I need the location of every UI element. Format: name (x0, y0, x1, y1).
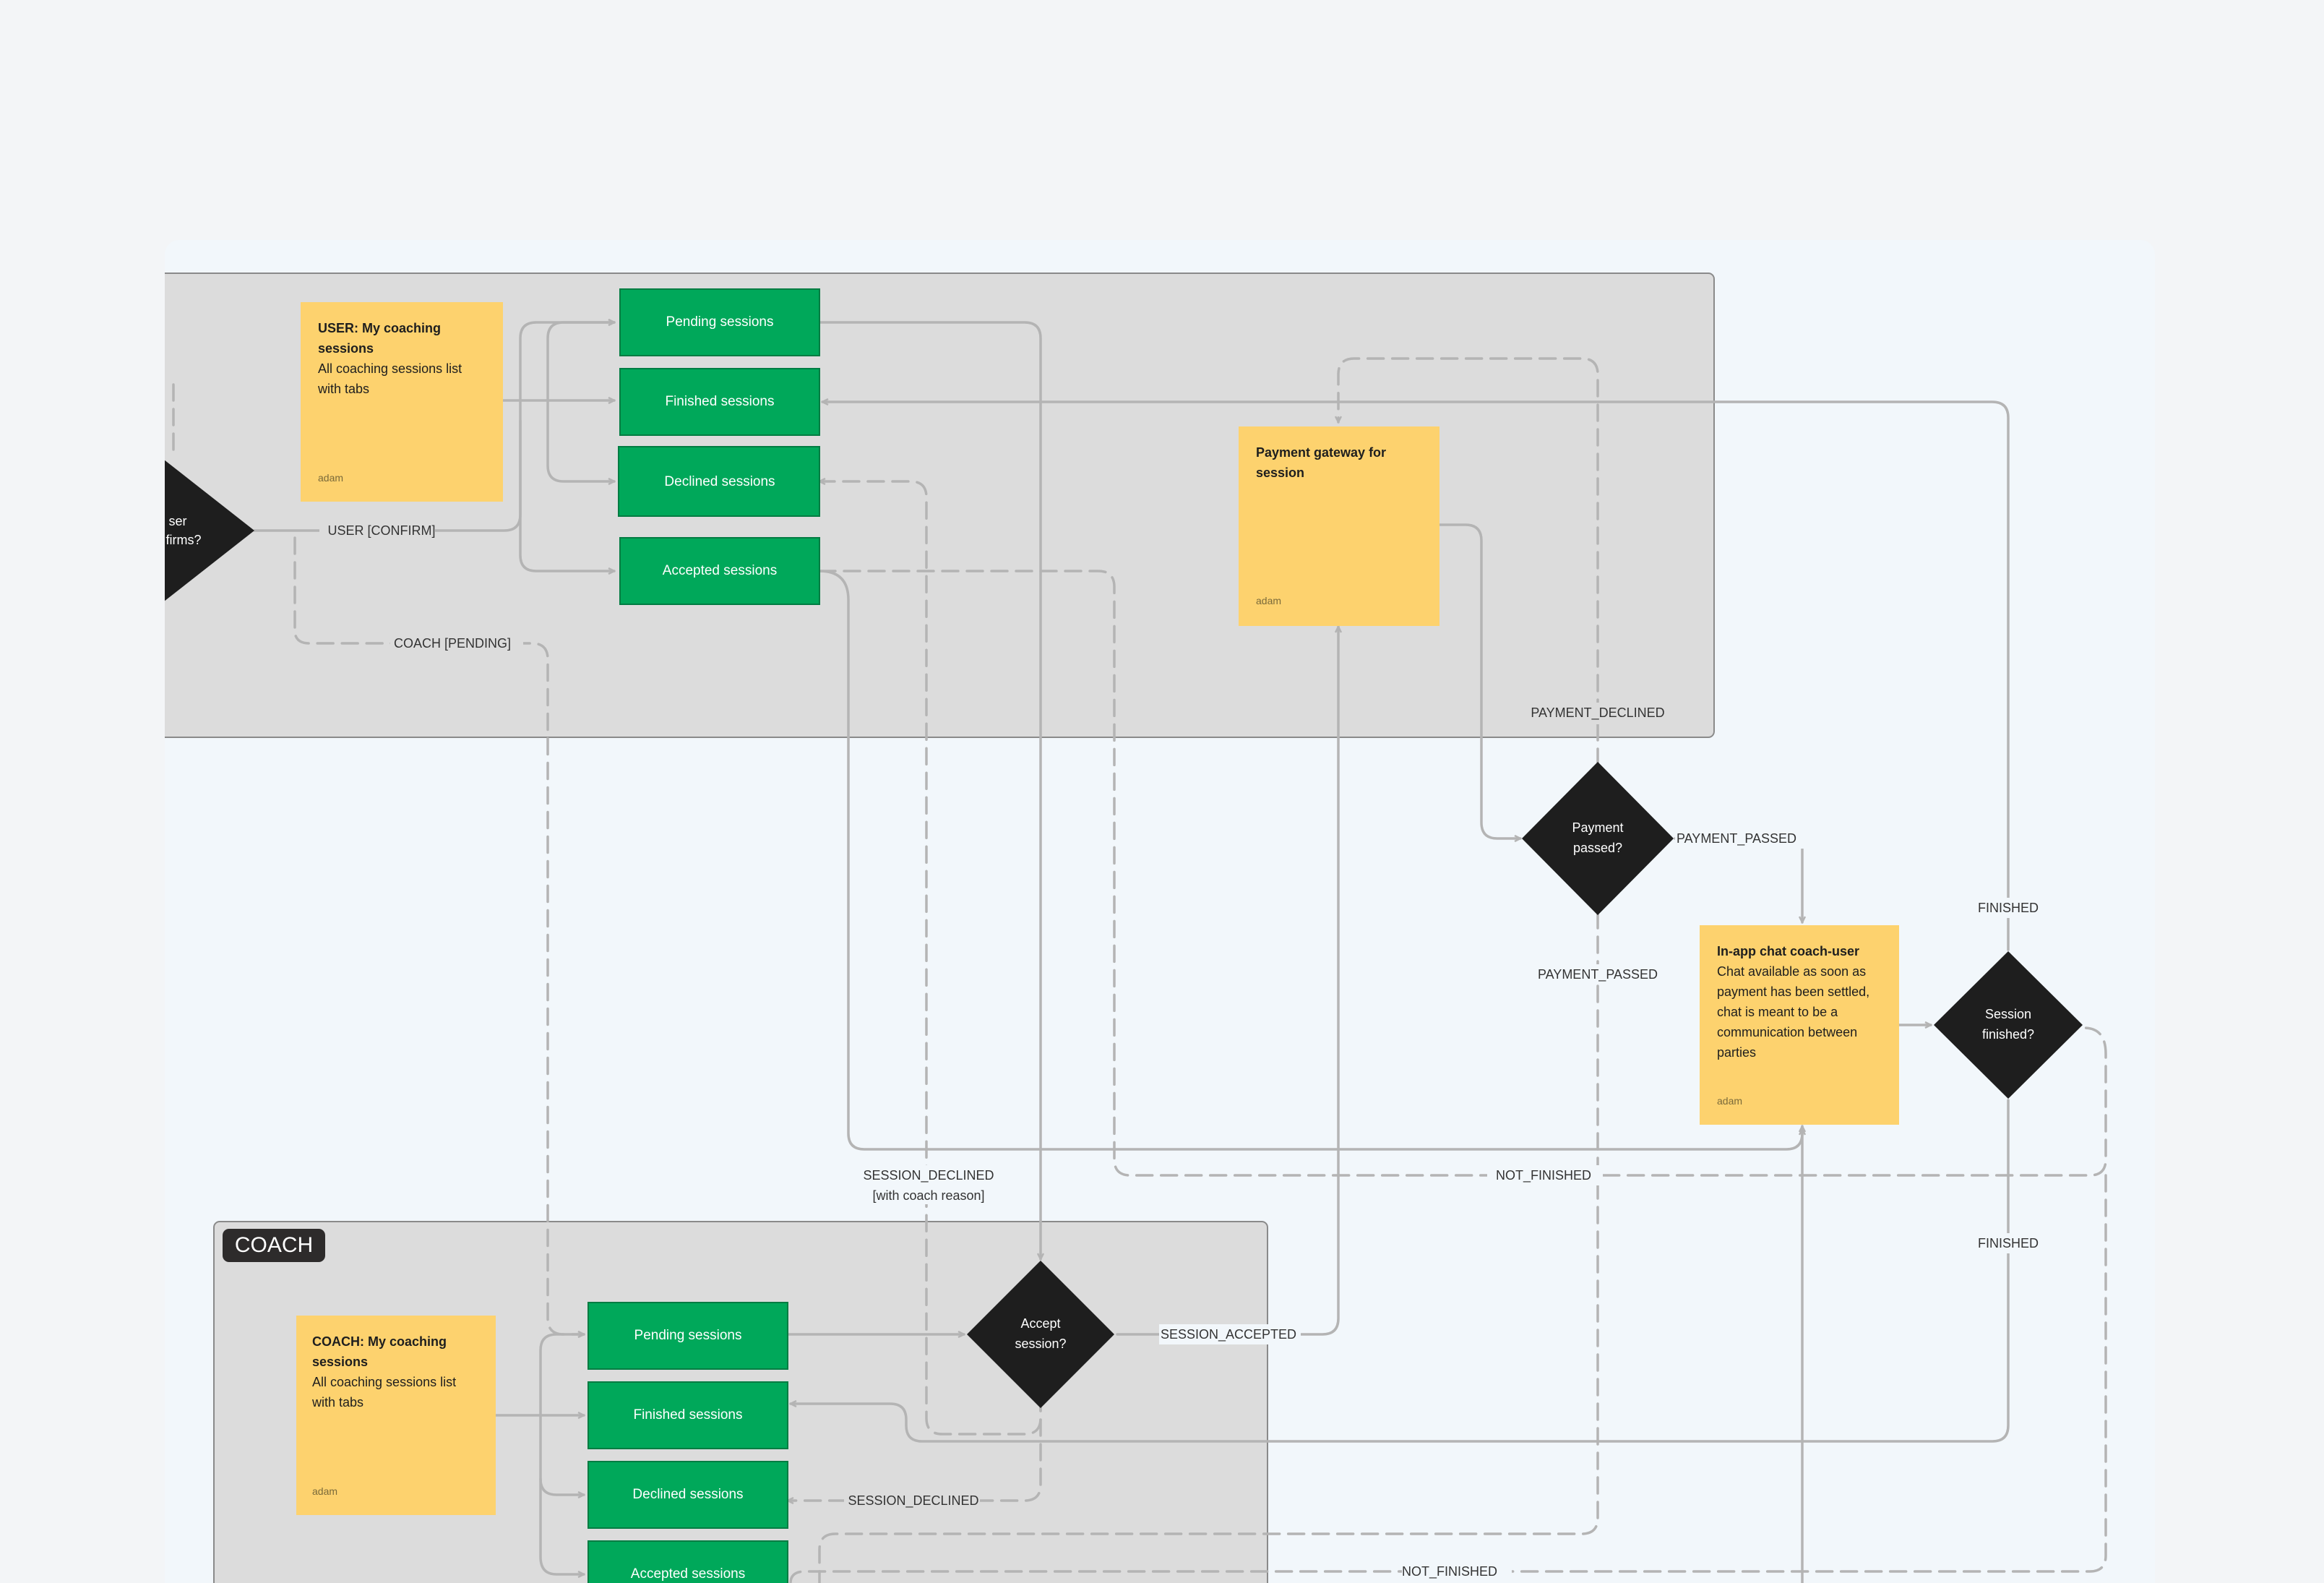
chat-note-body-line2: payment has been settled, (1717, 984, 1869, 999)
coach-tab-accepted-label: Accepted sessions (631, 1566, 745, 1582)
connector-pending-to-accept (818, 321, 1041, 1261)
edge-label-payment-passed-right: PAYMENT_PASSED (1677, 831, 1796, 846)
user-tab-declined-label: Declined sessions (664, 474, 775, 489)
connector-not-finished-loop (818, 570, 2107, 1177)
connector-session-declined-coach (786, 1344, 1042, 1501)
coach-tab-finished-label: Finished sessions (633, 1407, 742, 1423)
user-note-body-line1: All coaching sessions list (318, 361, 462, 376)
edge-label-coach-pending: COACH [PENDING] (394, 636, 511, 651)
connector-finished-to-user (821, 402, 2010, 951)
coach-tab-finished[interactable]: Finished sessions (588, 1381, 788, 1449)
user-note-title-line2: sessions (318, 341, 374, 356)
connector-payment-declined (1338, 357, 1599, 766)
user-tab-accepted[interactable]: Accepted sessions (619, 537, 820, 605)
connector-not-finished-bottom (789, 1174, 2107, 1583)
payment-decision-line2: passed? (1573, 841, 1622, 855)
connector-payment-to-decision (1438, 523, 1522, 838)
connector-user-note-to-declined (546, 399, 616, 481)
edge-label-session-accepted: SESSION_ACCEPTED (1161, 1327, 1296, 1342)
user-tab-finished[interactable]: Finished sessions (619, 368, 820, 436)
connector-coach-pending (293, 536, 585, 1334)
edge-label-payment-declined: PAYMENT_DECLINED (1531, 705, 1664, 721)
edge-label-finished-down: FINISHED (1978, 1236, 2039, 1250)
chat-note-body-line1: Chat available as soon as (1717, 964, 1866, 979)
flow-diagram: COACH USER [CONFIRM] COACH [PEND (165, 273, 2107, 1583)
coach-tab-declined[interactable]: Declined sessions (588, 1461, 788, 1529)
connector-payment-passed-right (1674, 837, 1802, 924)
user-decision-line1: ser (168, 514, 186, 528)
edge-label-session-declined-line2: [with coach reason] (872, 1188, 984, 1203)
coach-tab-declined-label: Declined sessions (632, 1487, 743, 1502)
chat-note-author: adam (1717, 1095, 1742, 1107)
edge-label-not-finished-mid: NOT_FINISHED (1496, 1168, 1591, 1183)
user-tab-pending[interactable]: Pending sessions (619, 288, 820, 356)
edge-label-finished-up: FINISHED (1978, 901, 2039, 915)
coach-section-title: COACH (235, 1233, 313, 1257)
connector-user-confirm-to-accepted (519, 419, 616, 571)
chat-note-title: In-app chat coach-user (1717, 944, 1859, 958)
edge-label-session-declined-line1: SESSION_DECLINED (863, 1168, 994, 1183)
session-finished-line1: Session (1985, 1007, 2031, 1021)
user-note-author: adam (318, 472, 343, 484)
accept-session-line1: Accept (1020, 1316, 1060, 1331)
coach-tab-accepted[interactable]: Accepted sessions (588, 1540, 788, 1583)
chat-note-body-line5: parties (1717, 1045, 1756, 1060)
whiteboard-canvas: COACH USER [CONFIRM] COACH [PEND (165, 240, 2155, 1583)
chat-sticky[interactable]: In-app chat coach-user Chat available as… (1700, 925, 1899, 1125)
connector-accepted-to-chat (818, 570, 1802, 1151)
user-decision-partial: ser firms? (165, 460, 254, 601)
payment-decision[interactable]: Payment passed? (1522, 762, 1674, 915)
coach-note-title-line1: COACH: My coaching (312, 1334, 447, 1349)
coach-tab-pending-label: Pending sessions (634, 1328, 742, 1343)
accept-session-decision[interactable]: Accept session? (967, 1261, 1114, 1408)
user-tab-accepted-label: Accepted sessions (663, 563, 777, 578)
coach-section-title-chip (223, 1229, 325, 1262)
chat-note-body-line3: chat is meant to be a (1717, 1005, 1838, 1019)
edge-label-user-confirm: USER [CONFIRM] (327, 523, 435, 538)
coach-tab-pending[interactable]: Pending sessions (588, 1302, 788, 1370)
user-tab-finished-label: Finished sessions (665, 394, 774, 409)
payment-note-author: adam (1256, 595, 1281, 606)
coach-note-body-line1: All coaching sessions list (312, 1375, 456, 1389)
payment-note-title-line1: Payment gateway for (1256, 445, 1386, 460)
coach-note-title-line2: sessions (312, 1355, 368, 1369)
edge-label-not-finished-bottom: NOT_FINISHED (1402, 1564, 1497, 1579)
session-finished-decision[interactable]: Session finished? (1934, 951, 2083, 1099)
coach-note-author: adam (312, 1485, 337, 1497)
connector-session-declined (818, 481, 1042, 1436)
user-sticky-note[interactable]: USER: My coaching sessions All coaching … (301, 302, 503, 502)
user-decision-line2: firms? (166, 533, 202, 547)
chat-note-body-line4: communication between (1717, 1025, 1857, 1039)
user-note-title-line1: USER: My coaching (318, 321, 441, 335)
user-tab-declined[interactable]: Declined sessions (618, 446, 820, 517)
edge-label-payment-passed-down: PAYMENT_PASSED (1538, 967, 1658, 982)
user-note-body-line2: with tabs (317, 382, 369, 396)
connector-finished-to-coach (789, 1099, 2010, 1443)
accept-session-line2: session? (1015, 1337, 1066, 1351)
payment-decision-line1: Payment (1572, 820, 1623, 835)
connector-session-accepted (1116, 625, 1338, 1336)
user-tab-pending-label: Pending sessions (666, 314, 774, 330)
session-finished-line2: finished? (1982, 1027, 2034, 1042)
payment-note-title-line2: session (1256, 466, 1304, 480)
coach-note-body-line2: with tabs (311, 1395, 363, 1410)
payment-gateway-sticky[interactable]: Payment gateway for session adam (1239, 426, 1439, 626)
edge-label-session-declined-coach: SESSION_DECLINED (848, 1493, 978, 1509)
coach-sticky-note[interactable]: COACH: My coaching sessions All coaching… (296, 1316, 496, 1515)
